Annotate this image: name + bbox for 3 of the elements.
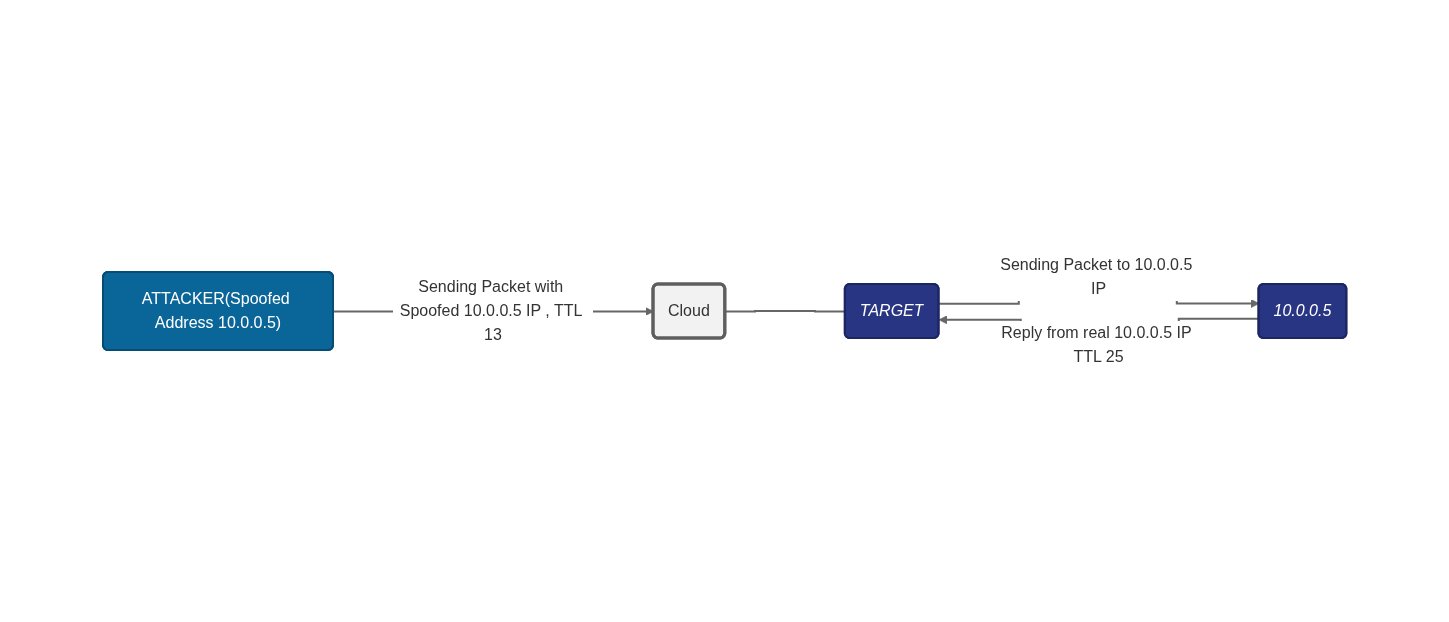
edge-label: Sending Packet to 10.0.0.5 IP: [1000, 256, 1193, 297]
edge-label: Reply from real 10.0.0.5 IP TTL 25: [1001, 324, 1192, 365]
edge-label: Sending Packet with Spoofed 10.0.0.5 IP , TTL 13: [399, 278, 582, 343]
